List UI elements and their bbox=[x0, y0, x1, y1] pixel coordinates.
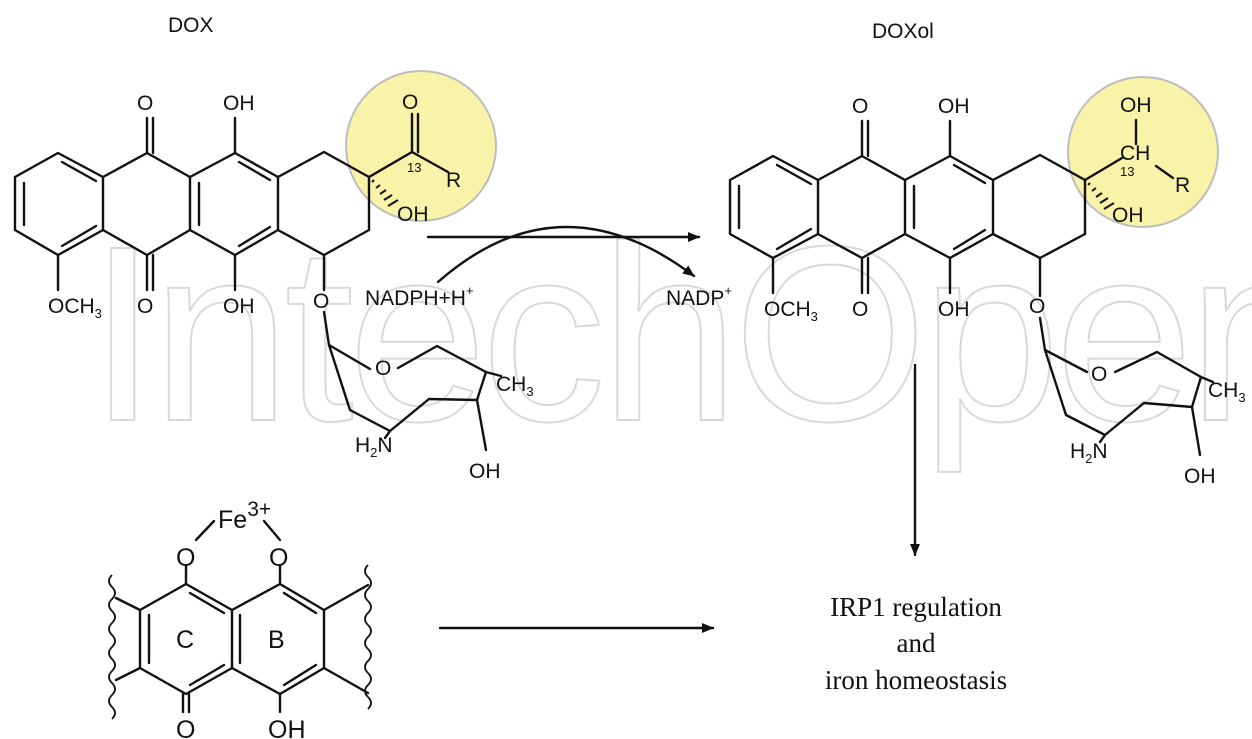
cofactor-out: NADP+ bbox=[666, 283, 732, 310]
dox-r: R bbox=[446, 169, 461, 192]
doxol-h2n: H2N bbox=[1070, 440, 1108, 466]
watermark: IntechOpen bbox=[88, 194, 1252, 473]
doxol-o-bottom: O bbox=[852, 298, 868, 321]
doxol-sugar-oh: OH bbox=[1184, 465, 1216, 488]
doxol-oh-bottom: OH bbox=[938, 298, 970, 321]
dox-och3: OCH3 bbox=[48, 295, 102, 321]
doxol-ch3: CH3 bbox=[1208, 379, 1246, 405]
dox-o-side: O bbox=[402, 91, 418, 114]
doxol-ch: CH bbox=[1120, 142, 1150, 165]
dox-o-top: O bbox=[137, 92, 153, 115]
o-right: O bbox=[269, 544, 288, 572]
outcome-text: IRP1 regulation and iron homeostasis bbox=[825, 592, 1007, 695]
doxol-oh-side: OH bbox=[1112, 204, 1144, 227]
dox-c13-label: 13 bbox=[407, 160, 421, 175]
dox-h2n: H2N bbox=[355, 434, 393, 460]
ring-c-label: C bbox=[176, 626, 194, 654]
doxol-title: DOXol bbox=[872, 20, 934, 43]
dox-o-bottom: O bbox=[137, 295, 153, 318]
dox-sugar-oh: OH bbox=[469, 460, 501, 483]
doxol-sugar-o: O bbox=[1091, 363, 1107, 386]
dox-sugar-o: O bbox=[375, 357, 391, 380]
ring-b-label: B bbox=[268, 626, 285, 654]
c13-highlight-doxol bbox=[1067, 76, 1219, 228]
o-bottom: O bbox=[176, 716, 195, 739]
iron-complex: Fe3+ O O bbox=[108, 498, 372, 739]
dox-title: DOX bbox=[168, 14, 214, 37]
doxol-o-link: O bbox=[1029, 295, 1045, 318]
doxol-och3: OCH3 bbox=[764, 298, 818, 324]
dox-oh-side: OH bbox=[397, 203, 429, 226]
fe-label: Fe3+ bbox=[218, 498, 271, 534]
wavy-bond-right bbox=[364, 564, 372, 710]
doxol-structure: DOXol bbox=[728, 20, 1246, 488]
doxol-oh-side-top: OH bbox=[1120, 94, 1152, 117]
c13-highlight-dox bbox=[345, 70, 497, 222]
dox-structure: DOX bbox=[13, 14, 534, 483]
wavy-bond-left bbox=[108, 574, 116, 720]
outcome-line2: and bbox=[897, 628, 936, 658]
outcome-line3: iron homeostasis bbox=[825, 665, 1007, 695]
hashed-bond-doxol bbox=[1087, 182, 1115, 210]
dox-oh-bottom: OH bbox=[223, 295, 255, 318]
dox-o-link: O bbox=[313, 290, 329, 313]
doxol-oh-top: OH bbox=[938, 95, 970, 118]
cofactor-in: NADPH+H+ bbox=[365, 283, 474, 310]
doxol-o-top: O bbox=[852, 95, 868, 118]
outcome-line1: IRP1 regulation bbox=[830, 592, 1002, 622]
o-left: O bbox=[176, 544, 195, 572]
hashed-bond bbox=[371, 179, 399, 207]
dox-oh-top: OH bbox=[223, 92, 255, 115]
reduction-arrow bbox=[426, 225, 701, 284]
doxol-c13-label: 13 bbox=[1120, 164, 1134, 179]
oh-bottom: OH bbox=[268, 716, 306, 739]
doxol-r: R bbox=[1175, 174, 1190, 197]
dox-ch3: CH3 bbox=[496, 373, 534, 399]
